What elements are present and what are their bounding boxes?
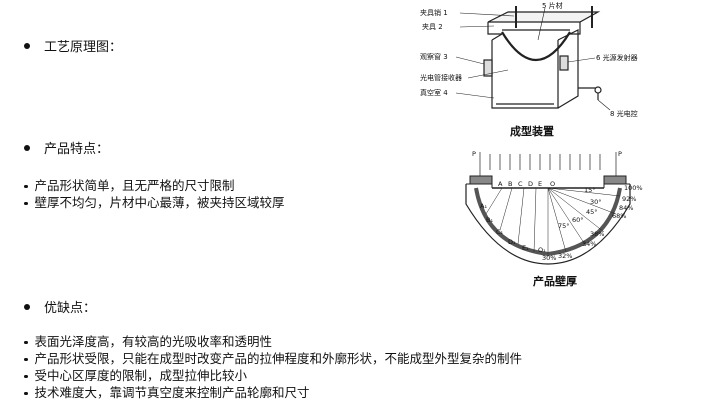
bullet-dot: [24, 374, 28, 379]
thickness-34: 34%: [582, 240, 596, 248]
thickness-84: 84%: [619, 204, 633, 212]
label-sheet: 5 片材: [542, 1, 563, 10]
curve-o1: O₁: [538, 246, 546, 254]
figure2-caption: 产品壁厚: [533, 275, 577, 288]
section-title: 工艺原理图：: [44, 40, 123, 55]
thickness-38: 38%: [590, 230, 604, 238]
section-header-features: 产品特点：: [24, 138, 109, 157]
bullet-dot: [24, 340, 28, 345]
bullet-dot: [24, 357, 28, 362]
thickness-32: 32%: [558, 252, 572, 260]
point-o: O: [550, 180, 555, 188]
angle-75: 75°: [558, 222, 570, 230]
bullet-text: 受中心区厚度的限制，成型拉伸比较小: [34, 368, 248, 383]
angle-15: 15°: [584, 186, 596, 194]
figure1-caption: 成型装置: [510, 125, 554, 138]
label-receiver: 光电管接收器: [420, 73, 462, 82]
pros-bullet-4: 技术难度大，靠调节真空度来控制产品轮廓和尺寸: [24, 384, 310, 401]
pros-bullet-2: 产品形状受限，只能在成型时改变产品的拉伸程度和外廓形状，不能成型外型复杂的制件: [24, 350, 522, 367]
thickness-30: 30%: [542, 254, 556, 262]
bullet-dot: [24, 391, 28, 396]
curve-b1: B₁: [486, 216, 493, 224]
angle-30: 30°: [590, 198, 602, 206]
feature-bullet-2: 壁厚不均匀，片材中心最薄，被夹持区域较厚: [24, 194, 285, 211]
bullet-text: 壁厚不均匀，片材中心最薄，被夹持区域较厚: [34, 195, 285, 210]
point-e: E: [538, 180, 542, 188]
point-d: D: [528, 180, 533, 188]
label-emitter: 6 光源发射器: [596, 53, 638, 62]
section-header-process: 工艺原理图：: [24, 36, 122, 55]
curve-e1: E₁: [522, 244, 529, 252]
force-label-left: P: [472, 150, 476, 158]
label-clamp-bolt: 夹具销 1: [420, 8, 448, 17]
bullet-text: 产品形状简单，且无严格的尺寸限制: [34, 178, 235, 193]
label-control: 8 光电控: [610, 109, 638, 118]
curve-c1: C₁: [496, 228, 504, 236]
section-header-pros-cons: 优缺点：: [24, 297, 96, 316]
bullet-dot: [24, 184, 28, 189]
pros-bullet-1: 表面光泽度高，有较高的光吸收率和透明性: [24, 333, 272, 350]
bullet-dot: [24, 201, 28, 206]
pros-bullet-3: 受中心区厚度的限制，成型拉伸比较小: [24, 367, 247, 384]
curve-a1: A₁: [480, 202, 487, 210]
bullet-text: 表面光泽度高，有较高的光吸收率和透明性: [34, 334, 273, 349]
feature-bullet-1: 产品形状简单，且无严格的尺寸限制: [24, 177, 235, 194]
point-b: B: [508, 180, 512, 188]
angle-60: 60°: [572, 216, 584, 224]
force-label-right: P: [618, 150, 622, 158]
section-title: 产品特点：: [44, 142, 110, 157]
label-window: 观察窗 3: [420, 52, 448, 61]
label-clamp: 夹具 2: [422, 22, 443, 31]
point-c: C: [518, 180, 523, 188]
thickness-100: 100%: [624, 184, 643, 192]
bullet-dot: [24, 303, 30, 310]
bullet-dot: [24, 144, 30, 151]
forming-apparatus-diagram: 夹具销 1 夹具 2 观察窗 3 光电管接收器 真空室 4 5 片材 6 光源发…: [420, 1, 638, 118]
bullet-dot: [24, 42, 30, 49]
angle-45: 45°: [586, 208, 598, 216]
label-vacuum: 真空室 4: [420, 88, 448, 97]
section-title: 优缺点：: [44, 301, 97, 316]
bullet-text: 产品形状受限，只能在成型时改变产品的拉伸程度和外廓形状，不能成型外型复杂的制件: [34, 351, 523, 366]
curve-d1: D₁: [508, 238, 516, 246]
bullet-text: 技术难度大，靠调节真空度来控制产品轮廓和尺寸: [34, 385, 310, 400]
thickness-92: 92%: [622, 195, 636, 203]
point-a: A: [498, 180, 503, 188]
thickness-68: 68%: [612, 212, 626, 220]
wall-thickness-diagram: P P A B C D E O A₁ B₁ C₁ D₁ E₁ O₁ 15° 30…: [465, 150, 643, 265]
